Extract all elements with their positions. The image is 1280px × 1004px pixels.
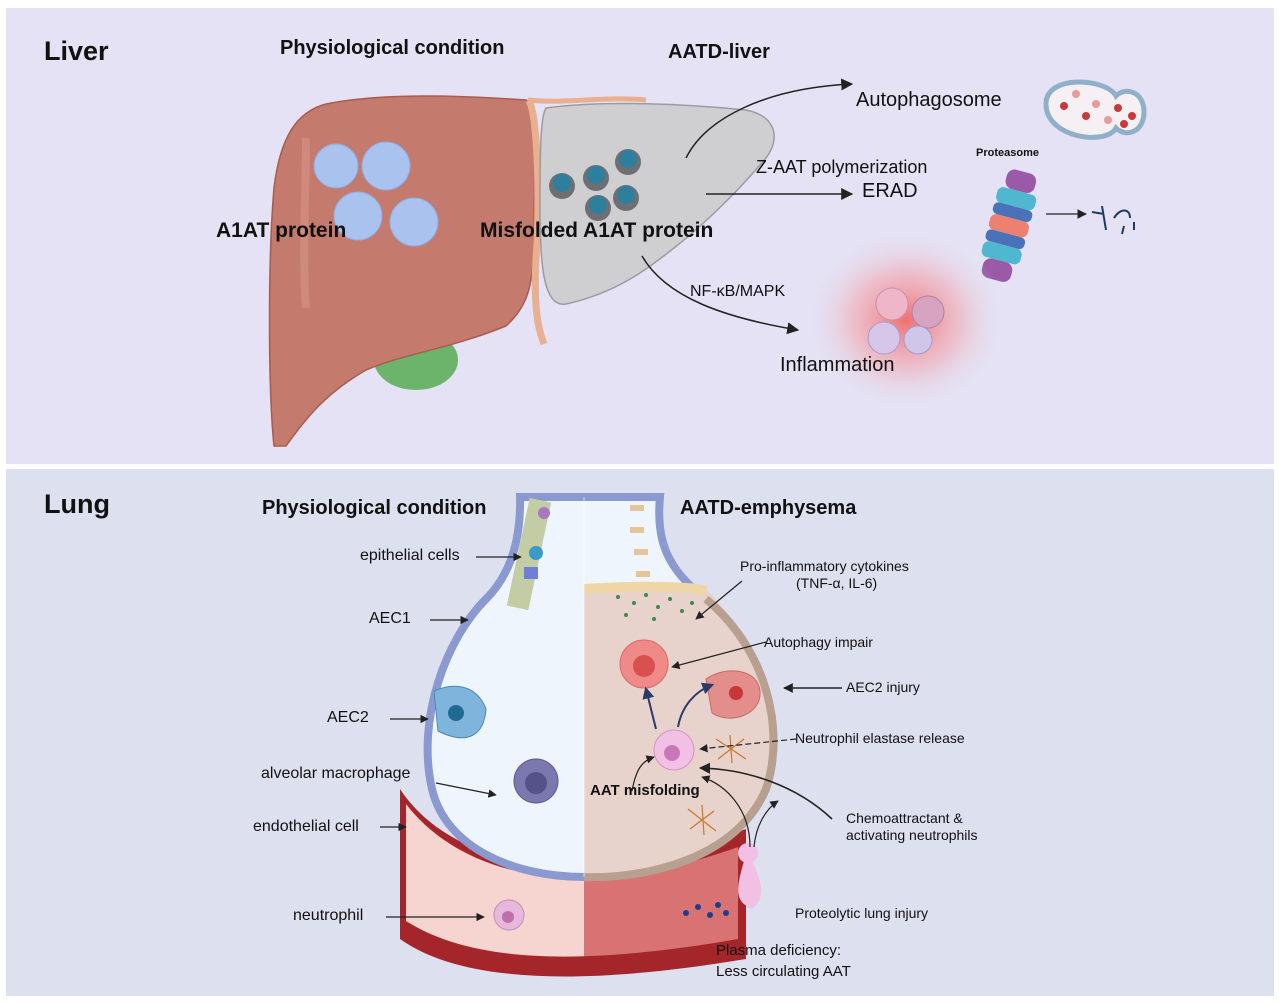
liver-panel: Liver Physiological condition AATD-liver…	[6, 8, 1274, 464]
aec1-label: AEC1	[369, 610, 411, 627]
elastase-release-label: Neutrophil elastase release	[795, 730, 965, 746]
immune-cells-icon	[867, 287, 945, 355]
extravasating-neutrophil	[738, 843, 762, 909]
lung-panel: Lung Physiological condition AATD-emphys…	[6, 469, 1274, 996]
elastin-fibers	[687, 734, 747, 836]
liver-illustration	[268, 78, 1147, 447]
cytokines-label-line2: (TNF-α, IL-6)	[796, 575, 878, 591]
diseased-liver-lobe	[539, 102, 775, 305]
aec2-injury-label: AEC2 injury	[846, 679, 920, 695]
normal-protein-label: A1AT protein	[216, 219, 347, 242]
peptide-fragments-icon	[1091, 205, 1135, 235]
macrophage-label: alveolar macrophage	[261, 765, 411, 782]
a1at-protein-cluster	[313, 141, 439, 247]
plasma-deficiency-label-line2: Less circulating AAT	[716, 963, 851, 980]
erad-label: ERAD	[862, 180, 918, 202]
cytokine-dots	[616, 593, 694, 621]
plasma-deficiency-label-line1: Plasma deficiency:	[716, 942, 842, 959]
lung-physiological-title: Physiological condition	[262, 497, 487, 519]
neutrophil-cell	[493, 899, 525, 931]
neutrophil-label: neutrophil	[293, 907, 364, 924]
polymerization-label: Z-AAT polymerization	[756, 157, 928, 177]
lung-illustration	[380, 493, 842, 977]
autophagy-impair-label: Autophagy impair	[764, 634, 873, 650]
lung-disease-title: AATD-emphysema	[680, 497, 857, 519]
misfolded-protein-cluster	[549, 149, 641, 221]
autophagosome-label: Autophagosome	[856, 89, 1002, 111]
epithelial-cells-label: epithelial cells	[360, 547, 460, 564]
signaling-label: NF-κB/MAPK	[690, 283, 786, 300]
autophagosome-icon	[1043, 79, 1147, 140]
chemoattractant-label-line2: activating neutrophils	[846, 827, 978, 843]
injured-autophagy-cell	[619, 639, 669, 689]
aec2-label: AEC2	[327, 709, 369, 726]
inflammation-glow	[806, 230, 1006, 410]
aat-misfolding-label: AAT misfolding	[590, 782, 700, 799]
endothelial-cell-label: endothelial cell	[253, 818, 359, 835]
proteolytic-injury-label: Proteolytic lung injury	[795, 905, 929, 921]
lung-section-title: Lung	[44, 489, 110, 519]
liver-section-title: Liver	[44, 36, 109, 66]
aat-molecules	[683, 902, 729, 918]
aec2-cell	[433, 685, 487, 739]
activated-neutrophil	[653, 729, 695, 771]
chemoattractant-label-line1: Chemoattractant &	[846, 810, 963, 826]
diseased-epithelium	[630, 505, 650, 577]
arrow-to-inflammation	[641, 255, 800, 335]
liver-disease-title: AATD-liver	[668, 41, 770, 63]
cytokines-label-line1: Pro-inflammatory cytokines	[740, 558, 909, 574]
proteasome-label: Proteasome	[976, 147, 1039, 159]
arrow-to-autophagosome	[685, 78, 854, 159]
macrophage-cell	[513, 758, 559, 804]
misfolded-protein-label: Misfolded A1AT protein	[480, 219, 714, 242]
inflammation-label: Inflammation	[780, 354, 895, 376]
epithelial-cells	[506, 497, 552, 611]
liver-physiological-title: Physiological condition	[280, 37, 505, 59]
injured-aec2-cell	[705, 670, 761, 719]
